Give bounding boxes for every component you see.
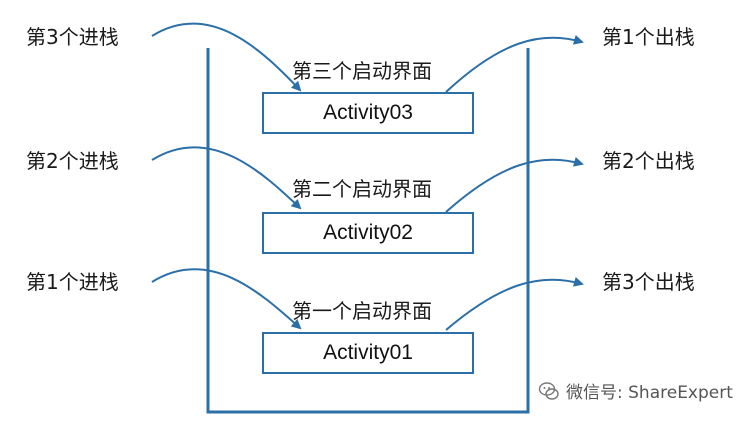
activity-box-02: Activity02 — [262, 212, 474, 254]
watermark: 微信号: ShareExpert — [538, 378, 733, 403]
screen-caption-1: 第一个启动界面 — [292, 299, 432, 323]
push-arrow-3 — [151, 22, 302, 92]
pop-arrow-2 — [445, 156, 584, 213]
push-arrow-1 — [151, 268, 302, 330]
pop-label-3: 第3个出栈 — [602, 270, 695, 294]
stack-container — [206, 48, 530, 414]
activity-box-03: Activity03 — [262, 92, 474, 134]
pop-label-2: 第2个出栈 — [602, 149, 695, 173]
push-label-2: 第2个进栈 — [26, 149, 119, 173]
pop-label-1: 第1个出栈 — [602, 25, 695, 49]
push-label-1: 第1个进栈 — [26, 270, 119, 294]
pop-arrow-1 — [445, 34, 584, 93]
activity-box-01: Activity01 — [262, 332, 474, 374]
screen-caption-2: 第二个启动界面 — [292, 177, 432, 201]
push-arrow-2 — [151, 146, 302, 210]
pop-arrow-3 — [445, 276, 584, 331]
push-label-3: 第3个进栈 — [26, 25, 119, 49]
screen-caption-3: 第三个启动界面 — [292, 59, 432, 83]
wechat-icon — [538, 381, 559, 400]
watermark-text: 微信号: ShareExpert — [566, 383, 733, 403]
